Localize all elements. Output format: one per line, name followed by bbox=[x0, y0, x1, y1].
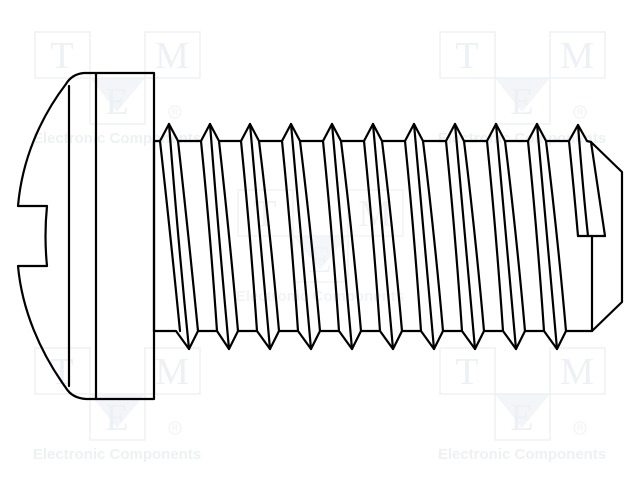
thread-top-profile bbox=[152, 122, 624, 333]
watermark-caption: Electronic Components bbox=[33, 446, 201, 463]
watermark-letter-e: E bbox=[510, 397, 533, 439]
watermark-caption: Electronic Components bbox=[438, 446, 606, 463]
watermark-letter-m: M bbox=[155, 35, 189, 77]
screw-head bbox=[16, 71, 156, 401]
watermark-letter-t: T bbox=[455, 351, 478, 393]
watermark-letter-t: T bbox=[50, 35, 73, 77]
watermark-chevron-icon bbox=[90, 394, 145, 428]
threaded-shank bbox=[152, 122, 624, 351]
registered-icon bbox=[573, 421, 587, 435]
svg-text:R: R bbox=[172, 423, 179, 433]
svg-text:R: R bbox=[577, 107, 584, 117]
watermark-letter-t: T bbox=[455, 35, 478, 77]
watermark-caption: Electronic Components bbox=[236, 288, 404, 305]
watermark-letter-e: E bbox=[510, 81, 533, 123]
tme-watermark: T M E R Electronic Components bbox=[33, 347, 201, 463]
registered-icon bbox=[168, 421, 182, 435]
watermark-letter-m: M bbox=[358, 193, 392, 235]
watermark-letter-e: E bbox=[105, 397, 128, 439]
watermark-letter-m: M bbox=[560, 35, 594, 77]
registered-icon bbox=[573, 105, 587, 119]
tme-watermark: T M E R Electronic Components bbox=[33, 31, 201, 147]
tme-watermark: T M E Electronic Components bbox=[236, 189, 404, 305]
watermark-letter-t: T bbox=[50, 351, 73, 393]
watermark-letter-e: E bbox=[105, 81, 128, 123]
watermark-caption: Electronic Components bbox=[438, 130, 606, 147]
watermark-chevron-icon bbox=[495, 78, 550, 112]
svg-text:R: R bbox=[577, 423, 584, 433]
svg-text:R: R bbox=[172, 107, 179, 117]
watermark-letter-m: M bbox=[560, 351, 594, 393]
tme-watermark: T M E R Electronic Components bbox=[438, 31, 606, 147]
tme-watermark: T M E R Electronic Components bbox=[438, 347, 606, 463]
watermark-chevron-icon bbox=[90, 78, 145, 112]
watermark-letter-m: M bbox=[155, 351, 189, 393]
head-dome-outline bbox=[16, 71, 156, 401]
thread-bottom-profile bbox=[152, 329, 594, 351]
watermark-chevron-icon bbox=[293, 236, 348, 270]
registered-icon bbox=[168, 105, 182, 119]
thread-helix-lines bbox=[158, 122, 607, 351]
watermark-chevron-icon bbox=[495, 394, 550, 428]
